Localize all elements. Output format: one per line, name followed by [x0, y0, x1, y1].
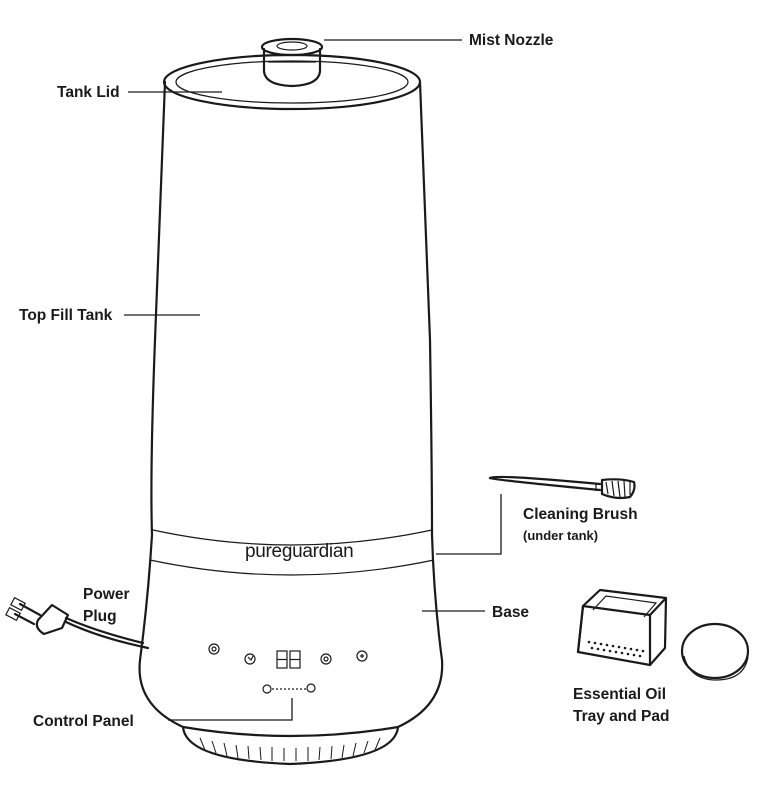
mist-nozzle	[260, 37, 324, 88]
leader-control-panel	[168, 698, 293, 721]
label-essential-oil-line2: Tray and Pad	[573, 708, 669, 725]
label-power-plug-line2: Plug	[83, 608, 117, 625]
lid-outer-rim	[162, 53, 422, 111]
label-top-fill-tank: Top Fill Tank	[19, 307, 113, 324]
base-upper-band	[149, 559, 435, 576]
power-plug	[5, 596, 150, 650]
callout-labels: Mist Nozzle Tank Lid Top Fill Tank Clean…	[19, 32, 669, 730]
light-icon	[356, 650, 368, 662]
essential-oil-pad	[680, 622, 750, 681]
lid-inner-rim	[175, 60, 409, 104]
power-button-icon	[208, 643, 220, 655]
brand-logo: pureguardian	[245, 541, 353, 562]
timer-icon	[320, 653, 332, 665]
label-cleaning-brush: Cleaning Brush	[523, 506, 638, 523]
control-panel	[208, 643, 368, 694]
label-power-plug-line1: Power	[83, 586, 130, 603]
mist-level-icon	[244, 653, 256, 665]
base-foot-ring	[181, 725, 400, 766]
indicator-strip	[262, 683, 316, 694]
label-tank-lid: Tank Lid	[57, 84, 120, 101]
leader-lines	[124, 39, 502, 721]
label-essential-oil-line1: Essential Oil	[573, 686, 666, 703]
label-control-panel: Control Panel	[33, 713, 134, 730]
digital-display	[276, 650, 301, 669]
tray-vent-holes	[587, 640, 645, 658]
label-mist-nozzle: Mist Nozzle	[469, 32, 554, 49]
leader-cleaning-brush	[436, 494, 502, 555]
label-base: Base	[492, 604, 529, 621]
cleaning-brush	[488, 475, 636, 500]
essential-oil-tray	[576, 588, 668, 667]
base-foot-ridges	[199, 737, 381, 761]
label-cleaning-brush-note: (under tank)	[523, 528, 598, 543]
tank-silhouette	[138, 80, 444, 738]
tank-base-seam	[152, 529, 433, 546]
humidifier-illustration: pureguardian	[138, 37, 444, 766]
